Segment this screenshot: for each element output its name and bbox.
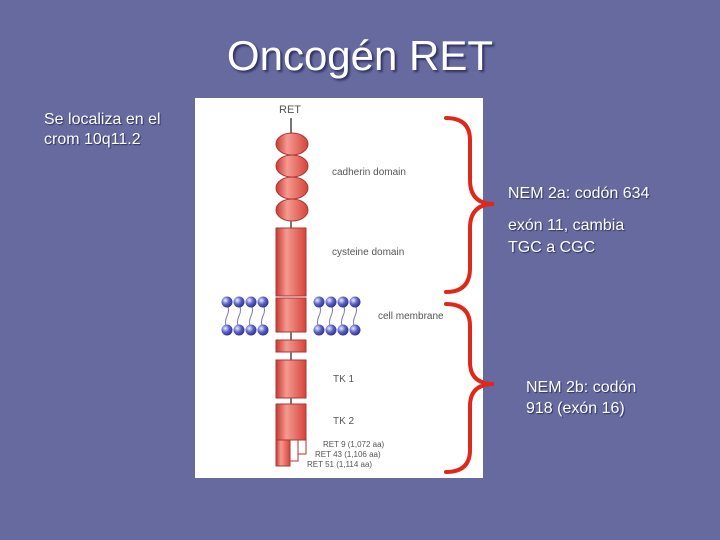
- nem2b-note-line-1: NEM 2b: codón: [526, 379, 637, 396]
- nem2b-bracket: [444, 302, 495, 474]
- nem2a-note-line-3: TGC a CGC: [508, 239, 596, 256]
- cysteine-label: cysteine domain: [332, 247, 404, 258]
- location-note-line-1: Se localiza en el: [44, 111, 161, 128]
- cysteine-domain: [275, 227, 307, 297]
- membrane-lipid-tails: [225, 303, 357, 329]
- brackets: [444, 116, 495, 474]
- nem2a-note-line-1: NEM 2a: codón 634: [508, 185, 650, 202]
- location-note-line-2: crom 10q11.2: [44, 131, 141, 148]
- isoform-label-ret9: RET 9 (1,072 aa): [323, 440, 385, 449]
- tk1-label: TK 1: [333, 374, 355, 385]
- nem2a-note: NEM 2a: codón 634 exón 11, cambia TGC a …: [508, 183, 649, 259]
- cadherin-repeat: [275, 198, 309, 222]
- isoform-label-ret51: RET 51 (1,114 aa): [307, 460, 372, 469]
- location-note: Se localiza en el crom 10q11.2: [44, 110, 161, 150]
- nem2b-note-line-2: 918 (exón 16): [526, 400, 625, 417]
- transmembrane-segment: [275, 297, 307, 333]
- isoform-label-ret43: RET 43 (1,106 aa): [315, 450, 381, 459]
- cadherin-domain: [275, 132, 309, 222]
- cadherin-repeat: [275, 176, 309, 200]
- diagram-panel: [195, 98, 483, 478]
- cadherin-repeat: [275, 132, 309, 156]
- tk1-domain: [275, 359, 307, 399]
- isoform-tails: [275, 439, 307, 467]
- juxtamembrane-segment: [275, 339, 307, 353]
- tk2-label: TK 2: [333, 416, 355, 427]
- slide-title: Oncogén RET: [226, 32, 494, 79]
- ret-protein-diagram: RET cadherin domain cysteine domain: [195, 98, 483, 478]
- nem2a-note-line-2: exón 11, cambia: [508, 217, 625, 234]
- tk2-domain: [275, 403, 307, 441]
- gene-label: RET: [279, 104, 301, 116]
- membrane-label: cell membrane: [378, 311, 444, 322]
- cadherin-label: cadherin domain: [332, 167, 406, 178]
- cadherin-repeat: [275, 154, 309, 178]
- membrane-heads: [221, 296, 361, 336]
- nem2b-note: NEM 2b: codón 918 (exón 16): [526, 377, 636, 419]
- nem2a-bracket: [444, 116, 495, 294]
